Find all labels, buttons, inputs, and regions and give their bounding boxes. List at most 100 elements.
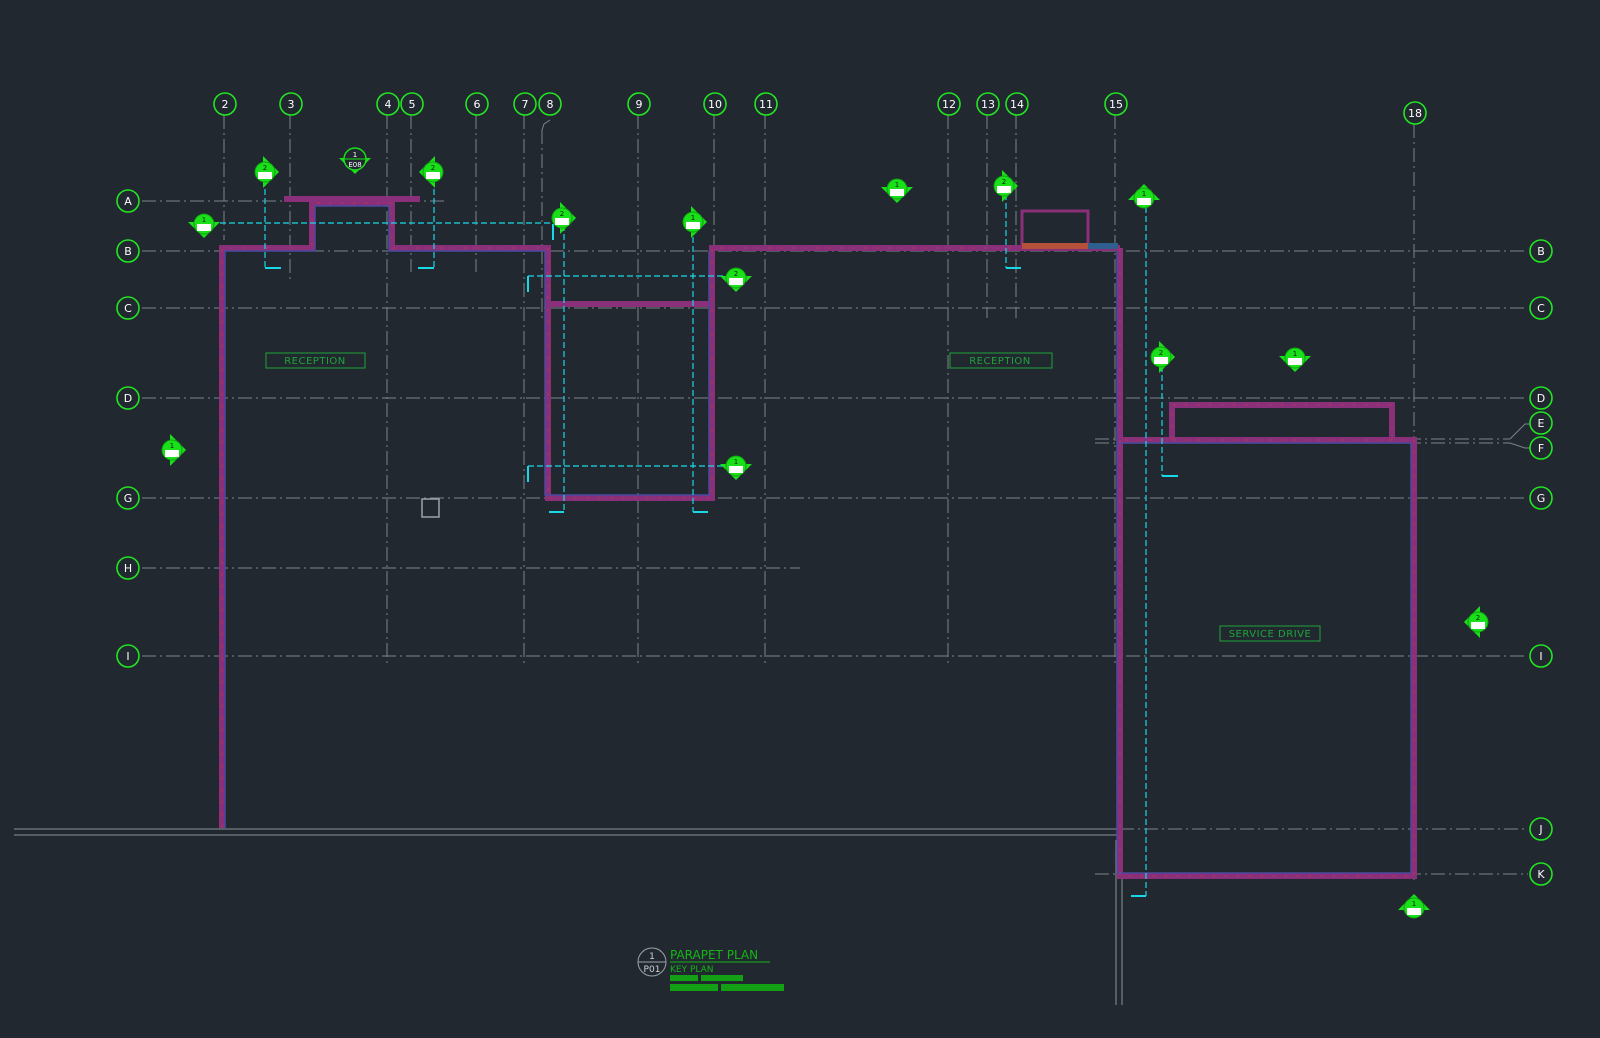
elevation-tag[interactable]: 1 E08 bbox=[339, 147, 371, 174]
section-marker-m2-number: 2 bbox=[263, 164, 267, 172]
grid-bubble-col-10[interactable]: 10 bbox=[703, 92, 727, 116]
grid-bubble-row-C-right[interactable]: C bbox=[1529, 296, 1553, 320]
section-marker-m7[interactable]: 2 bbox=[993, 170, 1018, 202]
section-marker-m4-number: 2 bbox=[560, 210, 564, 218]
grid-bubble-row-I-left[interactable]: I bbox=[116, 644, 140, 668]
grid-bubble-col-2[interactable]: 2 bbox=[213, 92, 237, 116]
grid-bubble-row-B-left[interactable]: B bbox=[116, 239, 140, 263]
section-lines bbox=[220, 180, 1163, 896]
grid-bubble-col-4[interactable]: 4 bbox=[376, 92, 400, 116]
drawing-title-block: 1 P01 PARAPET PLAN KEY PLAN bbox=[637, 947, 784, 991]
grid-bubble-row-J-left-label: J bbox=[1538, 823, 1542, 836]
section-marker-m8[interactable]: 1 bbox=[881, 178, 913, 203]
parapet-texture bbox=[221, 202, 1415, 877]
room-label-reception-left: RECEPTION bbox=[284, 356, 346, 367]
grid-bubble-col-7[interactable]: 7 bbox=[513, 92, 537, 116]
grid-bubble-col-2-label: 2 bbox=[222, 98, 229, 111]
scale-bar-2 bbox=[670, 984, 718, 991]
section-marker-m3[interactable]: 2 bbox=[419, 156, 444, 188]
section-marker-m4[interactable]: 2 bbox=[551, 202, 576, 234]
section-marker-m7-number: 2 bbox=[1002, 178, 1006, 186]
section-marker-m5-number: 2 bbox=[734, 270, 738, 278]
grid-bubble-row-H-left-label: H bbox=[124, 562, 132, 575]
grid-bubble-row-G-left-label: G bbox=[124, 492, 133, 505]
grid-bubble-col-15[interactable]: 15 bbox=[1104, 92, 1128, 116]
grid-bubble-row-D-left[interactable]: D bbox=[116, 386, 140, 410]
section-marker-m6-number: 1 bbox=[691, 214, 695, 222]
grid-bubble-col-13-label: 13 bbox=[981, 98, 995, 111]
scale-bar-1 bbox=[670, 975, 698, 981]
grid-bubble-row-F-left-label: F bbox=[1538, 442, 1544, 455]
grid-bubble-row-I-right[interactable]: I bbox=[1529, 644, 1553, 668]
grid-bubble-col-7-label: 7 bbox=[522, 98, 529, 111]
parapet-walls-magenta bbox=[219, 196, 1417, 879]
section-marker-m10-number: 2 bbox=[1159, 349, 1163, 357]
grid-bubble-row-C-right-label: C bbox=[1537, 302, 1545, 315]
grid-bubble-row-G-right[interactable]: G bbox=[1529, 486, 1553, 510]
grid-bubble-col-18-label: 18 bbox=[1408, 107, 1422, 120]
section-marker-m10[interactable]: 2 bbox=[1150, 341, 1175, 373]
section-marker-m8-number: 1 bbox=[895, 181, 899, 189]
grid-bubble-row-G-right-label: G bbox=[1537, 492, 1546, 505]
grid-bubble-col-5[interactable]: 5 bbox=[400, 92, 424, 116]
grid-bubble-col-12[interactable]: 12 bbox=[937, 92, 961, 116]
grid-bubble-row-B-right[interactable]: B bbox=[1529, 239, 1553, 263]
section-marker-m12-number: 2 bbox=[1476, 614, 1480, 622]
title-sheet-number: P01 bbox=[644, 965, 661, 975]
section-marker-m1[interactable]: 1 bbox=[188, 213, 220, 238]
grid-bubble-col-8-label: 8 bbox=[547, 98, 554, 111]
grid-bubble-row-E-left[interactable]: E bbox=[1529, 411, 1553, 435]
grid-bubble-col-14[interactable]: 14 bbox=[1005, 92, 1029, 116]
grid-bubble-col-9[interactable]: 9 bbox=[627, 92, 651, 116]
section-marker-m11-number: 1 bbox=[1293, 350, 1297, 358]
grid-bubble-col-4-label: 4 bbox=[385, 98, 392, 111]
drawing-subtitle: KEY PLAN bbox=[670, 965, 713, 975]
section-marker-m16[interactable]: 1 bbox=[1398, 894, 1430, 919]
grid-bubble-row-K-left[interactable]: K bbox=[1529, 862, 1553, 886]
room-labels: RECEPTION RECEPTION SERVICE DRIVE bbox=[265, 352, 1321, 642]
section-markers: 1 2 2 2 2 1 2 1 1 2 1 2 1 1 1 bbox=[161, 156, 1489, 919]
grid-bubble-row-E-left-label: E bbox=[1538, 417, 1545, 430]
grid-bubble-row-I-left-label: I bbox=[126, 650, 129, 663]
grid-bubble-row-C-left[interactable]: C bbox=[116, 296, 140, 320]
room-label-service-drive: SERVICE DRIVE bbox=[1229, 629, 1312, 640]
grid-bubble-row-F-left[interactable]: F bbox=[1529, 436, 1553, 460]
grid-bubble-row-H-left[interactable]: H bbox=[116, 556, 140, 580]
title-detail-number: 1 bbox=[649, 952, 655, 962]
section-marker-m9[interactable]: 1 bbox=[1128, 184, 1160, 209]
grid-bubble-col-8[interactable]: 8 bbox=[538, 92, 562, 116]
wall-service-canopy bbox=[1169, 402, 1395, 440]
grid-bubble-row-A-left[interactable]: A bbox=[116, 189, 140, 213]
section-marker-m6[interactable]: 1 bbox=[682, 206, 707, 238]
parapet-walls-inner bbox=[224, 205, 1412, 874]
drawing-title: PARAPET PLAN bbox=[670, 948, 758, 962]
grid-bubble-col-11[interactable]: 11 bbox=[754, 92, 778, 116]
section-marker-m1-number: 1 bbox=[202, 216, 206, 224]
grid-bubble-col-3-label: 3 bbox=[288, 98, 295, 111]
grid-bubble-row-D-right-label: D bbox=[1537, 392, 1545, 405]
elevation-tag-number: 1 bbox=[353, 151, 357, 159]
section-marker-m3-number: 2 bbox=[431, 164, 435, 172]
grid-bubble-col-12-label: 12 bbox=[942, 98, 956, 111]
grid-bubble-row-D-right[interactable]: D bbox=[1529, 386, 1553, 410]
section-marker-m14[interactable]: 1 bbox=[161, 434, 186, 466]
grid-bubble-col-3[interactable]: 3 bbox=[279, 92, 303, 116]
section-ticks bbox=[265, 224, 1178, 897]
grid-bubble-col-18[interactable]: 18 bbox=[1403, 101, 1427, 125]
grid-bubble-row-G-left[interactable]: G bbox=[116, 486, 140, 510]
grid-bubble-col-14-label: 14 bbox=[1010, 98, 1024, 111]
grid-bubble-col-6[interactable]: 6 bbox=[465, 92, 489, 116]
grid-bubble-col-9-label: 9 bbox=[636, 98, 643, 111]
section-marker-m5[interactable]: 2 bbox=[720, 267, 752, 292]
grid-bubble-col-13[interactable]: 13 bbox=[976, 92, 1000, 116]
section-marker-m14-number: 1 bbox=[170, 442, 174, 450]
section-marker-m13[interactable]: 1 bbox=[720, 455, 752, 480]
section-marker-m12[interactable]: 2 bbox=[1464, 606, 1489, 638]
wall-left-wing bbox=[219, 200, 1120, 828]
section-marker-m11[interactable]: 1 bbox=[1279, 347, 1311, 372]
grid-bubble-row-J-left[interactable]: J bbox=[1529, 817, 1553, 841]
section-marker-m2[interactable]: 2 bbox=[254, 156, 279, 188]
grid-bubble-col-15-label: 15 bbox=[1109, 98, 1123, 111]
